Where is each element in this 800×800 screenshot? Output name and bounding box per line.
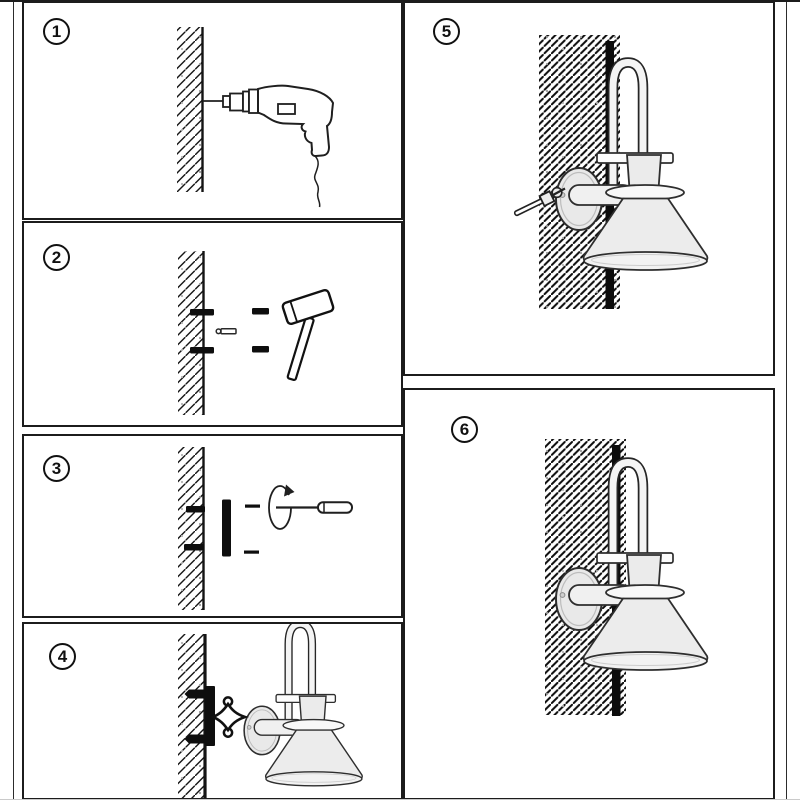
anchor-direction-arrow [215,328,237,335]
wall-anchor-inserted [190,309,214,316]
step-panel-5: 5 [403,1,775,376]
mallet-head [281,288,335,326]
screw [245,504,260,508]
step-panel-1: 1 [22,1,403,220]
wall-anchor-inserted [190,347,214,354]
bracket-screw [184,734,205,744]
anchor-hammer-illustration [178,251,335,415]
wall-anchor-inserted [184,544,204,551]
attach-lamp-illustration [178,624,401,798]
step-panel-2: 2 [22,221,403,427]
tighten-screw-illustration [513,35,773,309]
bracket-screw [184,689,205,699]
step-number-badge: 2 [43,244,70,271]
hex-key-icon [513,186,566,217]
step-number: 2 [51,248,62,267]
power-cord [313,155,321,208]
page-bottom-border [0,798,800,800]
screwdriver-handle [317,501,353,514]
power-drill-icon [203,84,335,208]
step-number-badge: 1 [43,18,70,45]
step-panel-4: 4 [22,622,403,800]
page-margin-line-right [786,0,787,800]
step-number: 6 [459,420,470,439]
step-panel-6: 6 [403,388,775,800]
mallet-handle [286,316,315,382]
alignment-star-marker [209,696,250,738]
screwdriver-icon [268,484,353,530]
step-number: 3 [51,459,62,478]
wall-bracket-icon [184,686,215,746]
finished-lamp-illustration [545,439,773,716]
set-screw-head [538,190,556,208]
step-panel-3: 3 [22,434,403,618]
rotation-arrowhead [284,484,295,497]
wall-lamp-icon [244,624,362,786]
step-number-badge: 5 [433,18,460,45]
step-number-badge: 4 [49,643,76,670]
screw [244,550,259,554]
step-number: 5 [441,22,452,41]
drill-vent [277,103,296,115]
page-margin-line-left [13,0,14,800]
step-number-badge: 6 [451,416,478,443]
wall-anchor-inserted [186,506,205,513]
step-number-badge: 3 [43,455,70,482]
wall-anchor [252,346,269,353]
wall-anchor [252,308,269,315]
drill-wall-illustration [177,27,335,208]
screwdriver-plate-illustration [178,447,353,610]
step-number: 1 [51,22,62,41]
mounting-plate [222,499,231,557]
mallet-icon [281,288,335,382]
step-number: 4 [57,647,68,666]
